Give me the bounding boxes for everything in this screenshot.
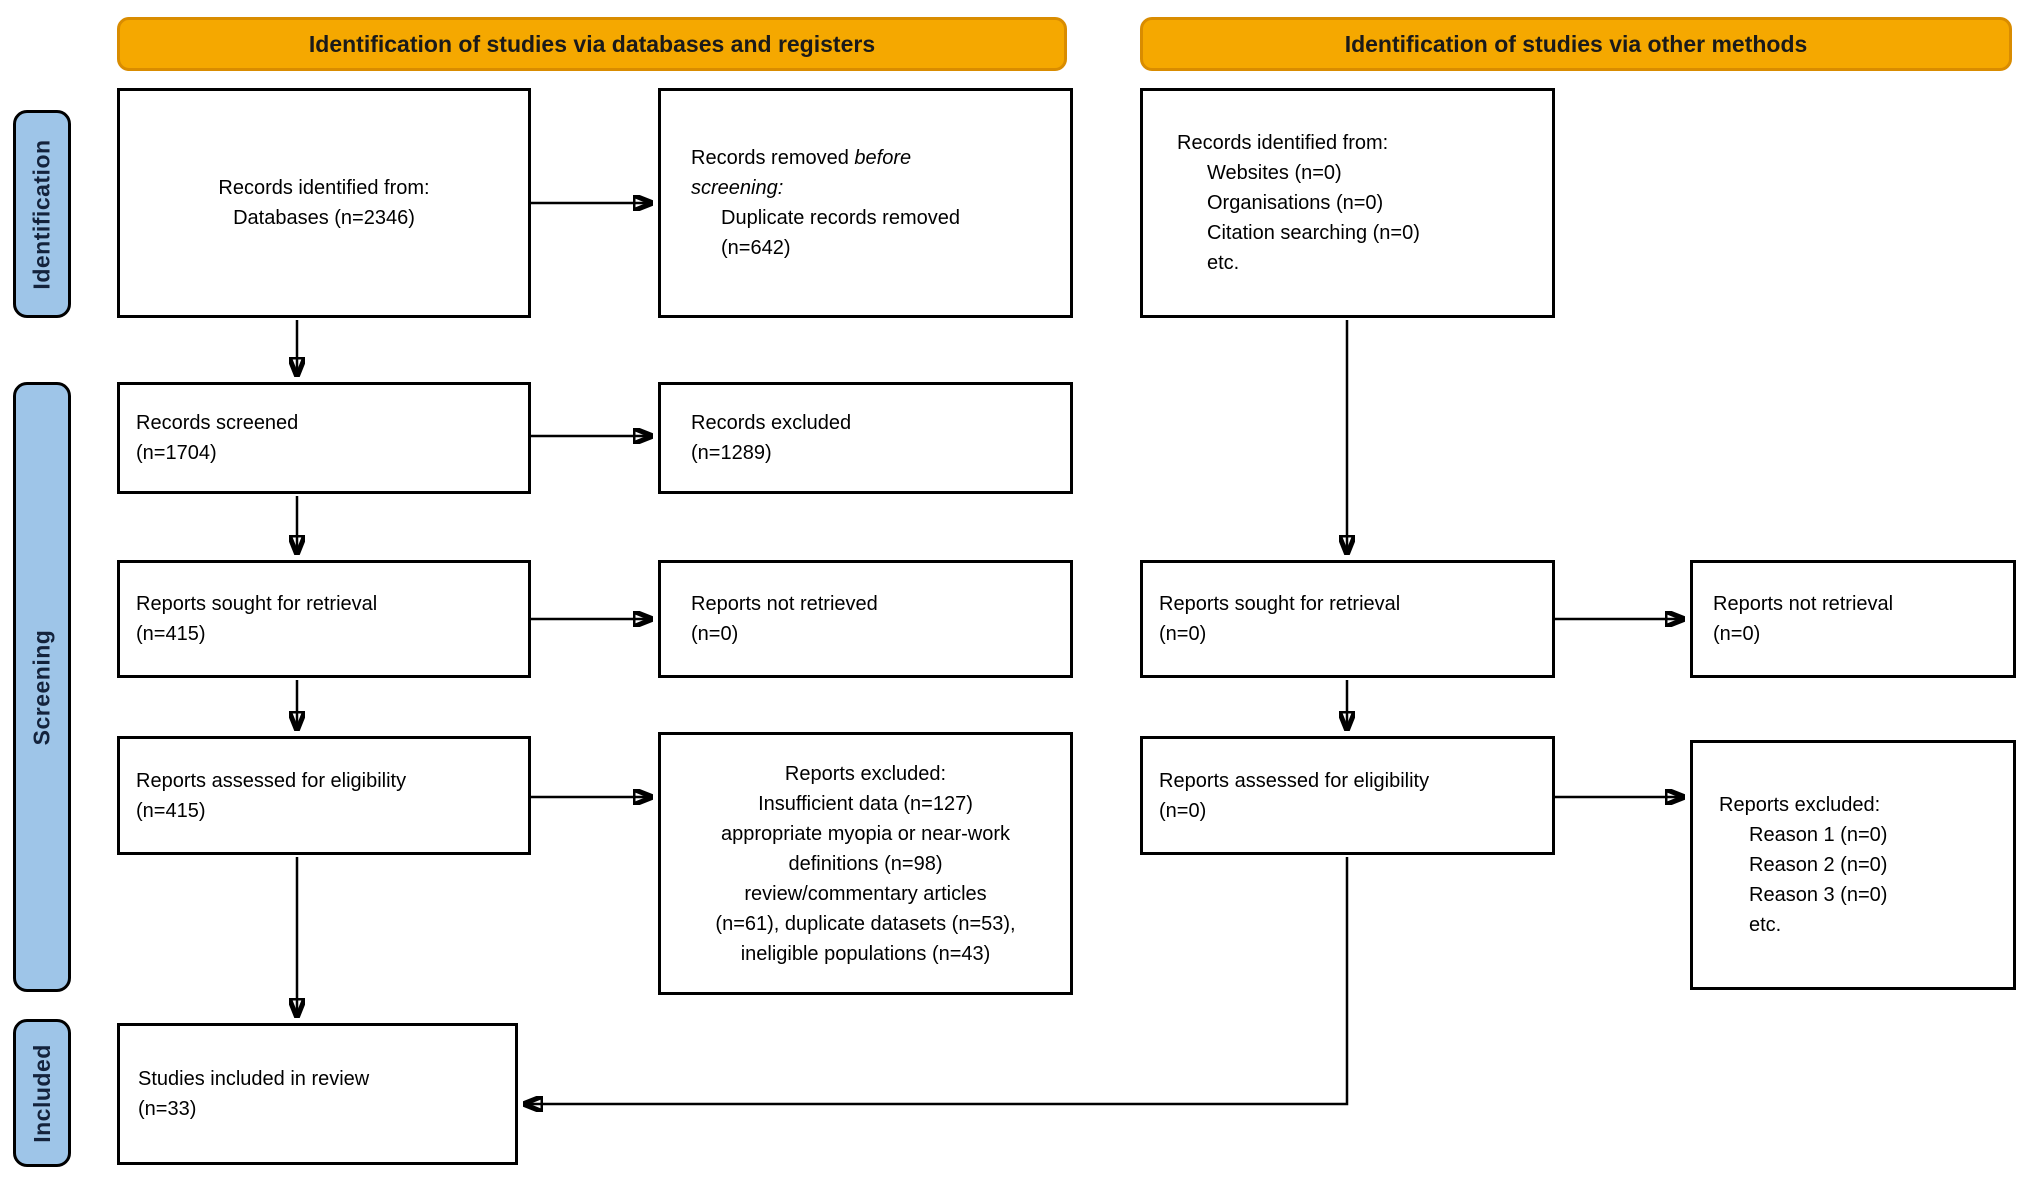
box-line: Records excluded: [691, 412, 852, 434]
box-line: Reports not retrieval: [1713, 593, 1894, 615]
box-line: etc.: [1207, 252, 1240, 274]
stage-screening: Screening: [13, 382, 71, 992]
box-records-identified-databases: Records identified from: Databases (n=23…: [117, 88, 531, 318]
box-line: (n=0): [1713, 623, 1761, 645]
stage-included: Included: [13, 1019, 71, 1167]
box-line: Reason 1 (n=0): [1749, 824, 1888, 846]
box-line: Reports sought for retrieval: [1159, 593, 1401, 615]
box-line: Organisations (n=0): [1207, 192, 1384, 214]
box-studies-included: Studies included in review (n=33): [117, 1023, 518, 1165]
box-line: Duplicate records removed: [721, 207, 960, 229]
box-line: Insufficient data (n=127): [758, 792, 973, 815]
banner-databases-registers-label: Identification of studies via databases …: [308, 30, 876, 57]
box-line: (n=0): [1159, 623, 1207, 645]
box-line: Reason 2 (n=0): [1749, 854, 1888, 876]
box-line: (n=33): [138, 1098, 197, 1120]
box-records-identified-other: Records identified from: Websites (n=0) …: [1140, 88, 1555, 318]
box-line: (n=415): [136, 799, 206, 822]
box-reports-not-retrieved-databases: Reports not retrieved (n=0): [658, 560, 1073, 678]
stage-identification-label: Identification: [28, 138, 55, 290]
box-line: (n=642): [721, 237, 791, 259]
box-line: Records screened: [136, 412, 299, 434]
stage-screening-label: Screening: [28, 629, 55, 745]
box-line: Reports excluded:: [1719, 794, 1881, 816]
banner-databases-registers: Identification of studies via databases …: [117, 17, 1067, 71]
box-line: (n=61), duplicate datasets (n=53),: [715, 912, 1016, 935]
box-line: (n=0): [691, 623, 739, 645]
box-line: etc.: [1749, 914, 1782, 936]
box-line: Records identified from:: [218, 177, 430, 199]
box-line: (n=415): [136, 623, 206, 645]
box-records-screened: Records screened (n=1704): [117, 382, 531, 494]
box-records-removed-before-screening: Records removed before screening: Duplic…: [658, 88, 1073, 318]
box-line: review/commentary articles: [744, 882, 987, 905]
box-line: Reason 3 (n=0): [1749, 884, 1888, 906]
box-line: Records identified from:: [1177, 132, 1389, 154]
box-line: Citation searching (n=0): [1207, 222, 1420, 244]
box-line: definitions (n=98): [788, 852, 943, 875]
box-records-excluded: Records excluded (n=1289): [658, 382, 1073, 494]
box-line: (n=1704): [136, 442, 217, 464]
box-line: Studies included in review: [138, 1068, 370, 1090]
box-reports-not-retrieved-other: Reports not retrieval (n=0): [1690, 560, 2016, 678]
box-reports-excluded-databases: Reports excluded: Insufficient data (n=1…: [658, 732, 1073, 995]
box-line: Reports sought for retrieval: [136, 593, 378, 615]
banner-other-methods: Identification of studies via other meth…: [1140, 17, 2012, 71]
stage-included-label: Included: [28, 1043, 55, 1143]
box-reports-assessed-databases: Reports assessed for eligibility (n=415): [117, 736, 531, 855]
box-line: Websites (n=0): [1207, 162, 1342, 184]
box-reports-assessed-other: Reports assessed for eligibility (n=0): [1140, 736, 1555, 855]
box-line: Records removed before: [691, 147, 912, 169]
box-line: appropriate myopia or near-work: [720, 822, 1011, 845]
stage-identification: Identification: [13, 110, 71, 318]
box-reports-sought-other: Reports sought for retrieval (n=0): [1140, 560, 1555, 678]
box-line: Reports excluded:: [784, 762, 947, 785]
box-line: Reports assessed for eligibility: [1159, 769, 1430, 792]
box-reports-sought-databases: Reports sought for retrieval (n=415): [117, 560, 531, 678]
box-line: Databases (n=2346): [233, 207, 415, 229]
box-reports-excluded-other: Reports excluded: Reason 1 (n=0) Reason …: [1690, 740, 2016, 990]
arrow-other-assessed-to-included: [523, 857, 1349, 1104]
box-line: Reports not retrieved: [691, 593, 878, 615]
box-line: (n=0): [1159, 799, 1207, 822]
box-line: screening:: [691, 177, 784, 199]
box-line: (n=1289): [691, 442, 772, 464]
banner-other-methods-label: Identification of studies via other meth…: [1344, 30, 1808, 57]
box-line: ineligible populations (n=43): [740, 942, 991, 965]
box-line: Reports assessed for eligibility: [136, 769, 407, 792]
